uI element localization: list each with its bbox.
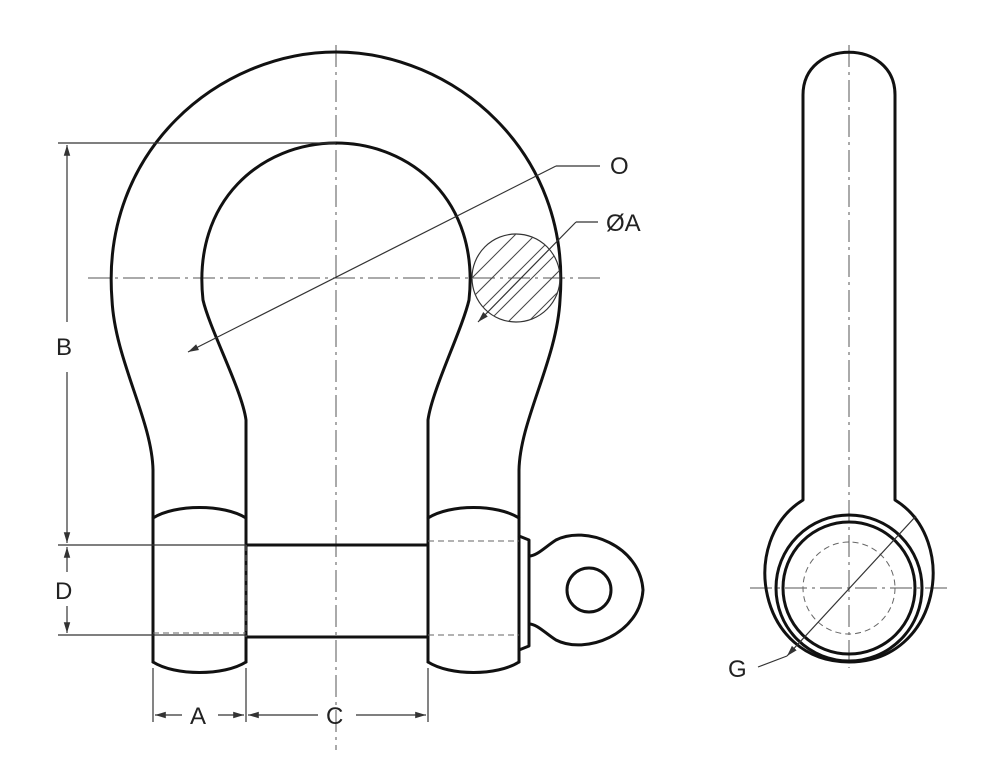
dim-o-leader (187, 165, 557, 353)
dim-label-g: G (728, 656, 747, 683)
dim-g-shelf (757, 655, 788, 668)
side-view: G (728, 45, 948, 683)
bow-outer-contour (109, 50, 563, 664)
dim-label-a: A (190, 703, 206, 730)
dim-label-o: O (610, 153, 629, 180)
pin-eye-hole (565, 566, 613, 614)
dim-label-dia-a: ØA (606, 210, 641, 237)
right-eye-bottom (426, 660, 521, 674)
front-view: O ØA B D A C (55, 45, 645, 750)
pin-eye (527, 533, 645, 647)
side-eye-inner-ring (781, 520, 917, 656)
dim-a-dia-leader (477, 221, 577, 323)
pin-body (244, 543, 430, 639)
side-bow-profile (763, 50, 935, 664)
pin-collar (517, 534, 531, 652)
left-eye-bottom (151, 660, 248, 674)
dim-label-c: C (326, 703, 343, 730)
dim-label-b: B (56, 334, 72, 361)
dim-label-d: D (55, 578, 72, 605)
side-eye-outer-ring (774, 513, 924, 663)
right-eye-top (426, 506, 521, 520)
dim-g-leader (786, 515, 917, 657)
left-eye-top (151, 506, 248, 520)
side-pin-hidden-circle (802, 541, 896, 635)
